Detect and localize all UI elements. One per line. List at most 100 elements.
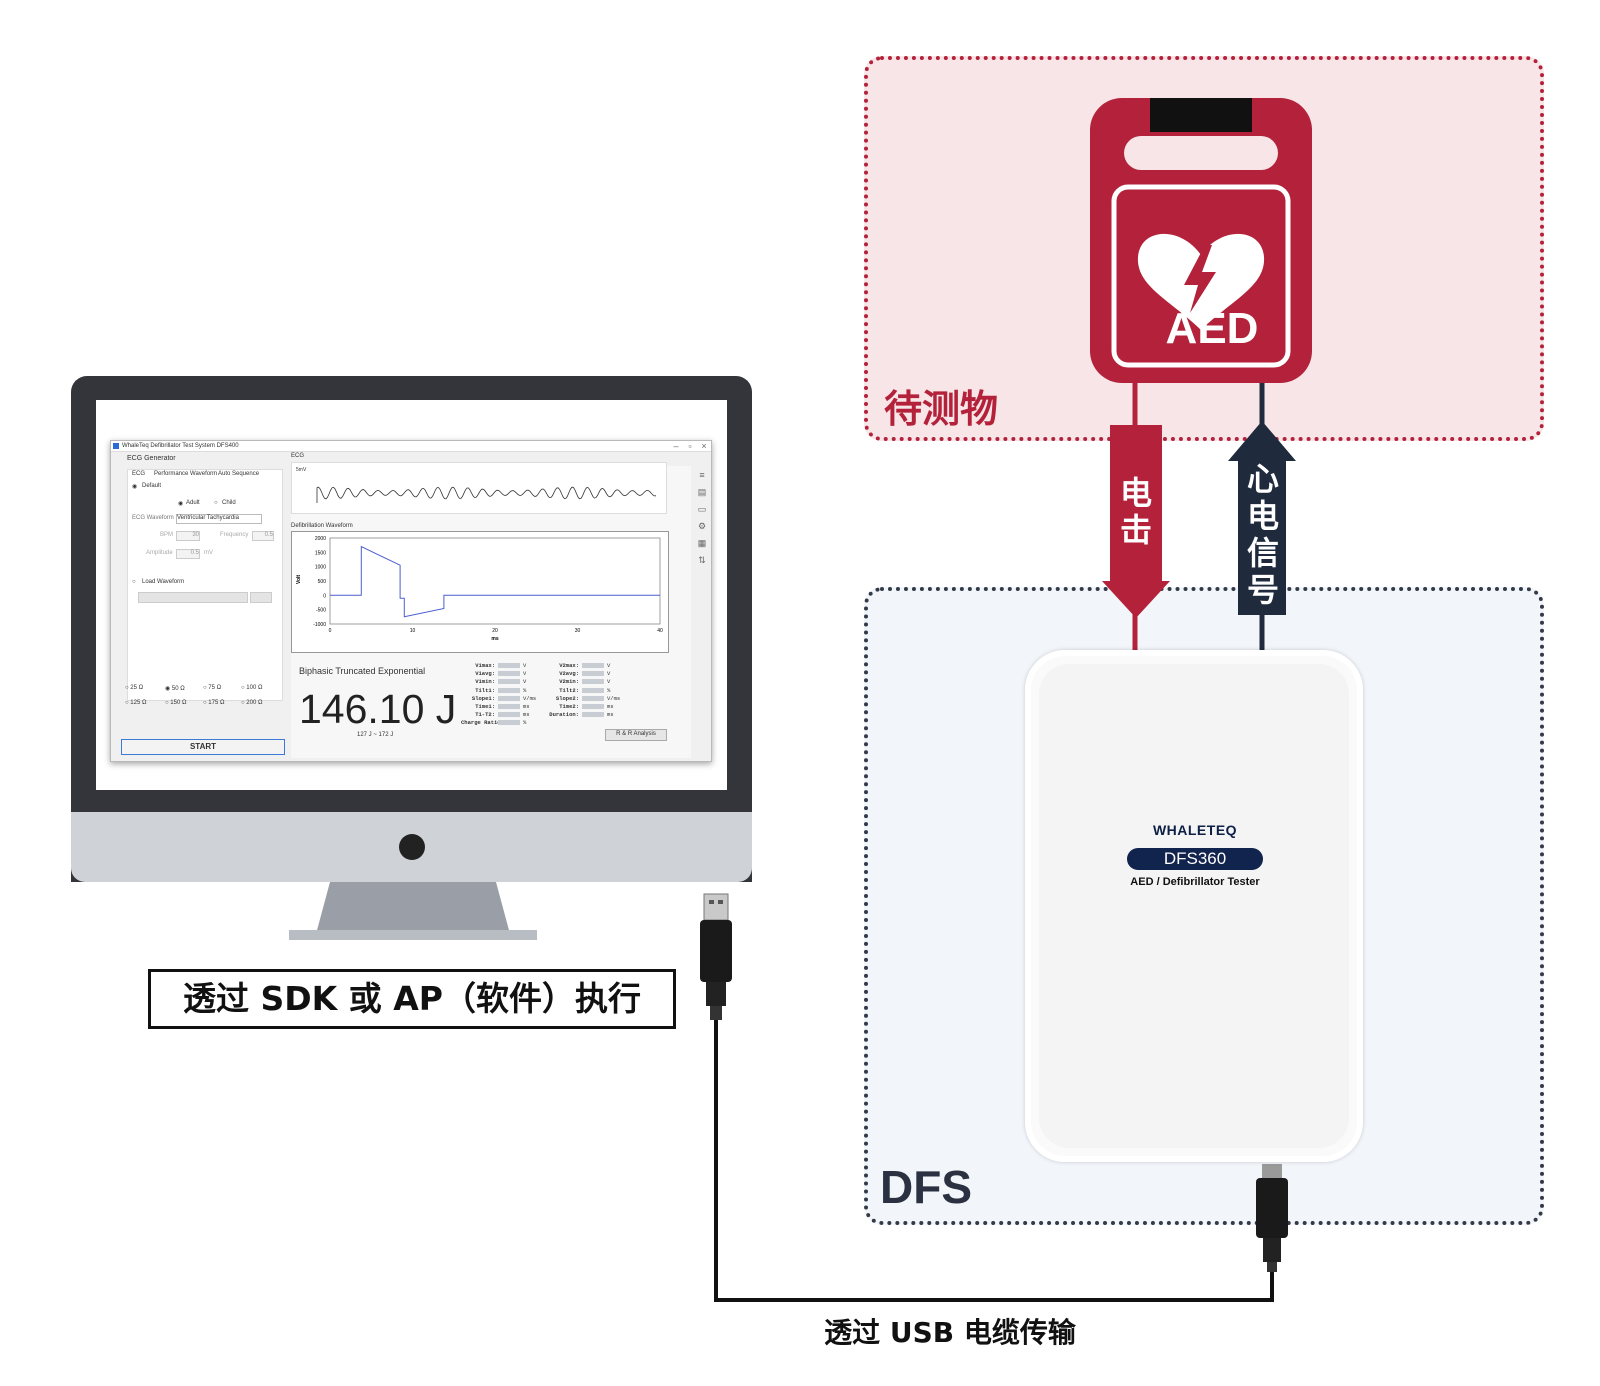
redacted-value xyxy=(498,712,520,718)
metric-label: Time2: xyxy=(559,703,579,710)
resistance-option[interactable]: ○ 100 Ω xyxy=(241,685,263,691)
rr-analysis-button[interactable]: R & R Analysis xyxy=(605,729,667,741)
left-metric-row: Charge Ratio:% xyxy=(461,719,526,726)
redacted-value xyxy=(498,671,520,677)
redacted-value xyxy=(498,704,520,710)
metric-unit: V/ms xyxy=(523,694,537,702)
energy-value: 146.10 J xyxy=(299,686,457,732)
frequency-input[interactable]: 0.5 xyxy=(252,531,274,541)
resistance-option[interactable]: ○ 125 Ω xyxy=(125,700,147,706)
right-metric-row: Time2: ms xyxy=(545,703,614,710)
metric-unit: ms xyxy=(607,703,614,710)
metric-label: V1avg: xyxy=(475,670,495,678)
resistance-option[interactable]: ○ 25 Ω xyxy=(125,685,144,691)
aed-label: AED xyxy=(1165,304,1259,353)
analysis-icon[interactable]: ▦ xyxy=(697,538,707,548)
metric-unit: V xyxy=(523,678,527,686)
resistance-option[interactable]: ○ 150 Ω xyxy=(165,700,187,706)
bpm-input[interactable]: 30 xyxy=(176,531,200,541)
resistance-option[interactable]: ○ 75 Ω xyxy=(203,685,222,691)
x-tick-label: 30 xyxy=(575,628,581,634)
x-tick-label: 20 xyxy=(492,628,498,634)
right-metric-row: V2min: V xyxy=(545,678,610,685)
child-label: Child xyxy=(222,500,236,506)
right-metric-row: Tilt2:% xyxy=(545,687,610,694)
browse-button[interactable] xyxy=(250,592,272,603)
tools-icon[interactable]: ⇅ xyxy=(698,555,706,565)
redacted-value xyxy=(498,720,520,726)
load-waveform-radio[interactable]: ○ xyxy=(132,579,136,585)
redacted-value xyxy=(582,687,604,693)
resistance-option[interactable]: ○ 175 Ω xyxy=(203,700,225,706)
y-tick-label: -500 xyxy=(316,608,326,614)
resistance-option[interactable]: ○ 200 Ω xyxy=(241,700,263,706)
left-metric-row: Tilt1:% xyxy=(461,687,526,694)
tab-auto-sequence[interactable]: Auto Sequence xyxy=(218,471,260,477)
child-radio[interactable]: ○ xyxy=(214,500,218,506)
folder-icon[interactable]: ▭ xyxy=(697,504,707,514)
dfs-device xyxy=(1025,650,1363,1162)
metric-label: V2max: xyxy=(559,662,579,669)
sdk-caption-box: 透过 SDK 或 AP（软件）执行 xyxy=(148,969,676,1029)
close-icon[interactable]: × xyxy=(701,441,707,451)
report-icon[interactable]: ▤ xyxy=(697,487,707,497)
metric-label: V2avg: xyxy=(559,670,579,678)
dfs-label: DFS xyxy=(880,1161,972,1213)
y-tick-label: 0 xyxy=(323,593,326,599)
resistance-option[interactable]: ◉ 50 Ω xyxy=(165,686,185,692)
left-metric-row: V1max:V xyxy=(461,662,526,669)
metric-label: Duration: xyxy=(549,711,579,719)
redacted-value xyxy=(582,679,604,685)
redacted-value xyxy=(582,704,604,710)
right-metric-row: V2max: V xyxy=(545,662,610,669)
metric-label: Slope1: xyxy=(471,694,495,702)
y-axis-label: Volt xyxy=(296,575,302,584)
maximize-icon[interactable]: ▫ xyxy=(688,441,692,451)
settings-icon[interactable]: ⚙ xyxy=(697,521,707,531)
metric-unit: ms xyxy=(607,711,614,719)
bpm-label: BPM xyxy=(160,532,174,538)
metric-label: T1-T2: xyxy=(475,711,495,719)
monitor-stand xyxy=(316,882,510,934)
amplitude-input[interactable]: 0.5 xyxy=(176,549,200,559)
redacted-value xyxy=(582,695,604,701)
load-waveform-path[interactable] xyxy=(138,592,248,603)
metric-label: Tilt2: xyxy=(559,686,579,694)
metric-unit: ms xyxy=(523,703,530,710)
adult-radio[interactable]: ◉ xyxy=(178,501,184,507)
ecg-section-title: ECG xyxy=(291,453,305,459)
lightning-icon xyxy=(1184,245,1216,313)
monitor-base xyxy=(289,930,537,940)
monitor-logo xyxy=(399,834,425,860)
app-logo-icon xyxy=(113,443,119,449)
ecg-waveform-label: ECG Waveform xyxy=(132,515,174,521)
metric-label: Charge Ratio: xyxy=(461,719,504,727)
y-tick-label: 1000 xyxy=(315,565,326,571)
metric-unit: V xyxy=(607,678,611,686)
start-button[interactable]: START xyxy=(121,739,285,755)
defib-waveform-line xyxy=(330,545,660,618)
tab-performance-waveform[interactable]: Performance Waveform xyxy=(154,471,218,477)
tab-ecg[interactable]: ECG xyxy=(132,471,146,477)
usb-caption: 透过 USB 电缆传输 xyxy=(824,1316,1076,1349)
y-tick-label: 1500 xyxy=(315,550,326,556)
metric-unit: V xyxy=(607,662,611,669)
metric-unit: % xyxy=(523,719,527,727)
metric-unit: V/ms xyxy=(607,694,621,702)
left-metric-row: Time1:ms xyxy=(461,703,530,710)
metric-label: V1max: xyxy=(475,662,495,669)
defibrillator-app-window: WhaleTeq Defibrillator Test System DFS40… xyxy=(110,440,712,762)
menu-icon[interactable]: ≡ xyxy=(699,470,705,480)
ecg-signal-label: 心电信号 xyxy=(1246,460,1279,609)
default-radio[interactable]: ◉ xyxy=(132,484,138,490)
left-metric-row: V1min:V xyxy=(461,678,526,685)
ecg-waveform-select[interactable]: Ventricular Tachycardia xyxy=(176,514,262,524)
defib-section-title: Defibrillation Waveform xyxy=(291,523,353,529)
y-tick-label: -1000 xyxy=(313,622,326,628)
minimize-icon[interactable]: – xyxy=(673,441,679,451)
metric-label: V2min: xyxy=(559,678,579,686)
